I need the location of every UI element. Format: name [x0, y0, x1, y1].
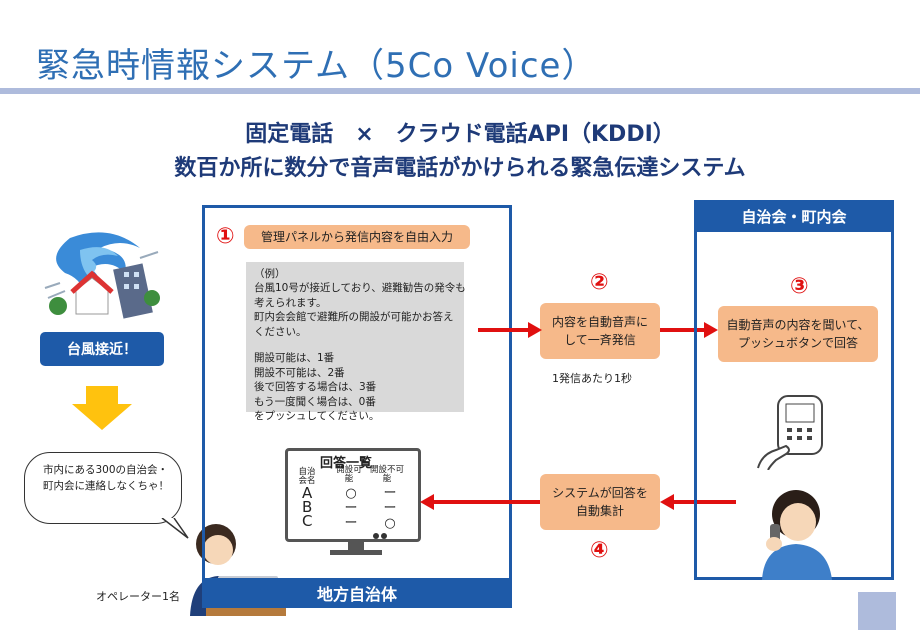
community-label: 自治会・町内会 — [694, 200, 894, 232]
operator-label: オペレーター1名 — [96, 590, 180, 603]
cell: ー — [383, 486, 397, 501]
example-line: 後で回答する場合は、3番 — [254, 381, 377, 394]
cell: ○ — [345, 486, 357, 501]
possible-column: ○ ー ー — [343, 486, 359, 531]
cell: ー — [383, 501, 397, 516]
bubble-line-1: 市内にある300の自治会・ — [43, 464, 169, 476]
row-name: C — [302, 512, 313, 530]
row-name: A — [302, 484, 313, 502]
arrow-left-icon — [660, 494, 736, 510]
step-3-box: 自動音声の内容を聞いて、プッシュボタンで回答 — [718, 306, 878, 362]
monitor-title: 回答一覧 — [320, 456, 373, 471]
col-header-name: 自治会名 — [298, 467, 316, 486]
example-line: 開設不可能は、2番 — [254, 366, 345, 379]
impossible-column: ー ー ○ — [382, 486, 398, 531]
example-line: もう一度聞く場合は、0番 — [254, 395, 376, 408]
page-title: 緊急時情報システム（5Co Voice） — [36, 46, 597, 86]
arrow-right-icon — [478, 322, 542, 338]
step-3-line: プッシュボタンで回答 — [737, 336, 858, 350]
step-1-box: 管理パネルから発信内容を自由入力 — [244, 225, 470, 249]
example-line: をプッシュしてください。 — [254, 410, 380, 423]
cell: ー — [344, 516, 358, 531]
example-line: 考えられます。 — [254, 296, 327, 309]
resident-on-phone-icon — [762, 490, 832, 580]
arrow-down-icon — [72, 386, 132, 430]
typhoon-illustration-icon — [44, 232, 160, 319]
bubble-tail — [161, 518, 189, 539]
answer-list-monitor — [285, 448, 421, 542]
step-1-number: ① — [216, 224, 235, 249]
step-4-box: システムが回答を自動集計 — [540, 474, 660, 530]
example-line: 開設可能は、1番 — [254, 352, 335, 365]
phone-keypad-icon — [757, 395, 823, 470]
typhoon-alert-badge: 台風接近！ — [40, 332, 164, 366]
step-4-number: ④ — [590, 538, 609, 563]
example-line: ください。 — [254, 325, 307, 338]
step-2-number: ② — [590, 270, 609, 295]
cell: ー — [344, 501, 358, 516]
col-header-possible: 開設可能 — [336, 465, 362, 484]
subtitle-line-2: 数百か所に数分で音声電話がかけられる緊急伝達システム — [174, 156, 746, 181]
local-government-label: 地方自治体 — [202, 578, 512, 608]
col-header-impossible: 開設不可能 — [370, 465, 405, 484]
example-line: 町内会会館で避難所の開設が可能かお答え — [254, 311, 454, 324]
example-message: （例） 台風10号が接近しており、避難勧告の発令も 考えられます。 町内会会館で… — [246, 262, 466, 422]
step-2-box: 内容を自動音声にして一斉発信 — [540, 303, 660, 359]
speech-bubble: 市内にある300の自治会・ 町内会に連絡しなくちゃ！ — [24, 452, 182, 524]
step-2-line: 内容を自動音声に — [551, 315, 648, 329]
step-4-line: 自動集計 — [575, 504, 624, 518]
per-call-note: 1発信あたり1秒 — [552, 372, 632, 385]
example-line — [254, 339, 456, 351]
example-line: 台風10号が接近しており、避難勧告の発令も — [254, 282, 466, 295]
example-line: （例） — [254, 268, 286, 280]
step-4-line: システムが回答を — [552, 486, 648, 500]
title-divider — [0, 88, 920, 94]
cell: ○ — [384, 516, 396, 531]
row-name: B — [302, 498, 313, 516]
table-row: A B C — [302, 484, 313, 530]
step-3-line: 自動音声の内容を聞いて、 — [726, 318, 870, 332]
subtitle-line-1: 固定電話 × クラウド電話API（KDDI） — [245, 122, 675, 147]
arrow-right-icon — [660, 322, 718, 338]
step-3-number: ③ — [790, 274, 809, 299]
step-2-line: して一斉発信 — [564, 333, 636, 347]
bubble-line-2: 町内会に連絡しなくちゃ！ — [43, 479, 169, 492]
monitor-stand-icon — [330, 533, 387, 555]
corner-decoration — [858, 592, 896, 630]
arrow-left-icon — [420, 494, 542, 510]
